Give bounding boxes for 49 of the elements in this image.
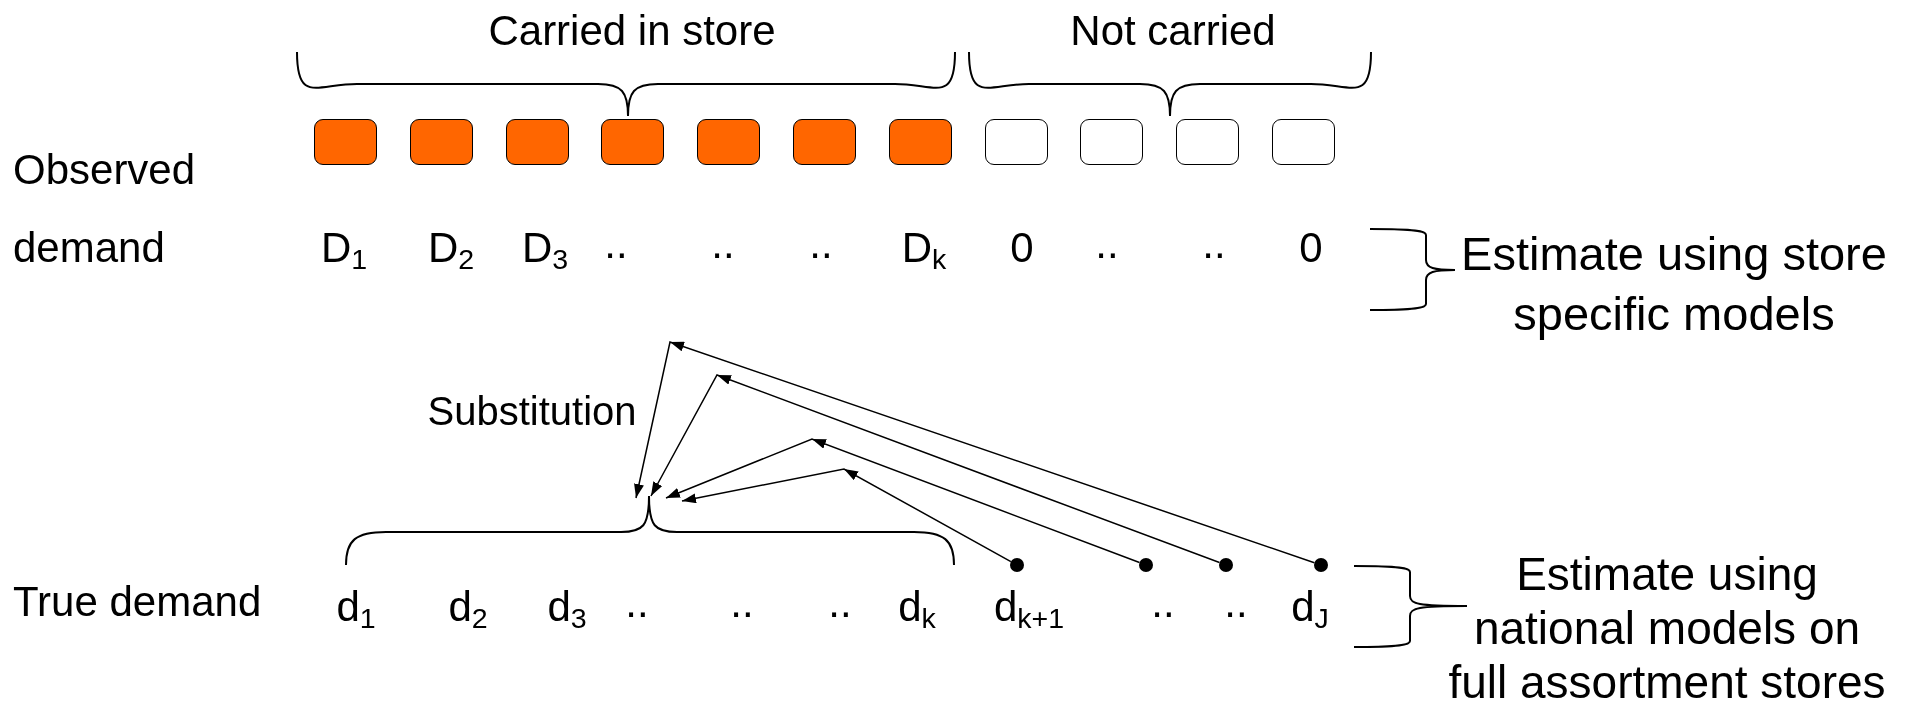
index-label: 0 <box>1010 223 1034 273</box>
index-label: .. <box>711 219 735 269</box>
index-label: .. <box>1095 219 1119 269</box>
dot <box>1139 558 1153 572</box>
arrow <box>681 468 1012 563</box>
index-label: D$_{1}$ <box>320 223 368 273</box>
arrow <box>665 438 1141 564</box>
group-heading: Not carried <box>1070 6 1276 56</box>
annotation-text: Estimate using national models on full assortment stores <box>1447 547 1887 709</box>
curly-brace <box>345 496 955 565</box>
index-label: D$_{2}$ <box>427 223 475 273</box>
product-box <box>793 119 856 165</box>
product-box <box>505 119 569 165</box>
empty-slot <box>984 119 1048 165</box>
annotation-text: Substitution <box>427 388 637 434</box>
index-label: d$_{3}$ <box>547 582 587 632</box>
index-label: .. <box>730 578 754 628</box>
index-label: .. <box>828 578 852 628</box>
empty-slot <box>1176 119 1240 165</box>
arrow <box>650 374 1221 564</box>
dot <box>1219 558 1233 572</box>
annotation-text: Estimate using store specific models <box>1460 226 1888 342</box>
index-label: D$_{3}$ <box>521 223 569 273</box>
index-label: .. <box>1202 219 1226 269</box>
row-label: True demand <box>13 578 262 627</box>
index-label: .. <box>809 219 833 269</box>
index-label: 0 <box>1299 223 1323 273</box>
index-label: d$_{J}$ <box>1291 582 1329 632</box>
index-label: .. <box>1224 578 1248 628</box>
arrow <box>634 341 1316 564</box>
index-label: d$_{k}$ <box>898 582 936 632</box>
product-box <box>888 119 952 165</box>
index-label: d$_{2}$ <box>448 582 488 632</box>
index-label: d$_{k+1}$ <box>993 582 1065 632</box>
product-box <box>314 119 377 165</box>
index-label: .. <box>1151 578 1175 628</box>
empty-slot <box>1272 119 1335 165</box>
dot <box>1314 558 1328 572</box>
product-box <box>409 119 473 165</box>
index-label: .. <box>625 578 649 628</box>
group-heading: Carried in store <box>488 6 776 56</box>
row-label: Observed demand <box>13 145 197 273</box>
index-label: d$_{1}$ <box>336 582 376 632</box>
index-label: D$_{k}$ <box>901 223 947 273</box>
empty-slot <box>1080 119 1144 165</box>
dot <box>1010 558 1024 572</box>
index-label: .. <box>604 219 628 269</box>
product-box <box>601 119 665 165</box>
product-box <box>697 119 761 165</box>
